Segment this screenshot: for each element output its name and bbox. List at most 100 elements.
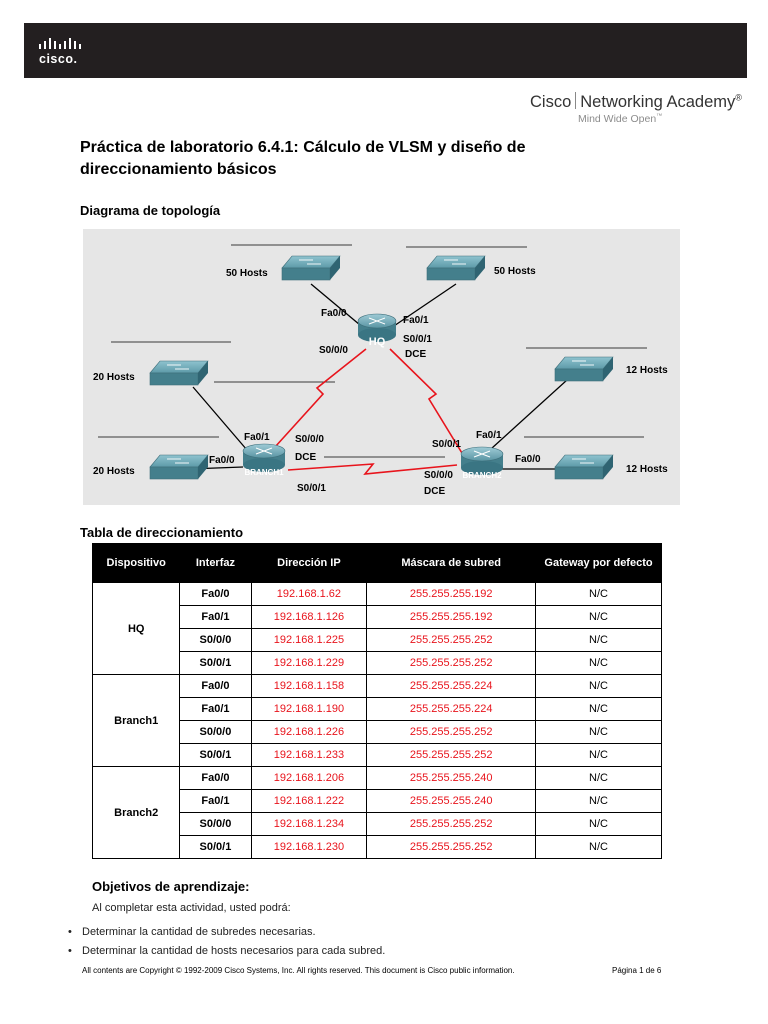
academy-tagline: Mind Wide Open™	[578, 113, 662, 125]
interface-cell: Fa0/1	[179, 605, 252, 629]
ip-cell: 192.168.1.225	[250, 628, 368, 652]
blank-lines	[98, 244, 647, 458]
topology-diagram: 50 Hosts 50 Hosts Fa0/0 Fa0/1 S0/0/0 S0/…	[83, 229, 680, 505]
ip-cell: 192.168.1.190	[250, 697, 368, 721]
gateway-cell: N/C	[534, 582, 663, 606]
footer-page-number: Página 1 de 6	[612, 966, 662, 975]
gateway-cell: N/C	[534, 628, 663, 652]
gateway-cell: N/C	[534, 812, 663, 836]
label-b1-fa01: Fa0/1	[244, 432, 270, 443]
academy-tagline-mark: ™	[656, 113, 663, 120]
serial-link-icon	[274, 348, 466, 475]
academy-name: Networking Academy	[580, 93, 736, 111]
switch-b1-bottom	[149, 454, 209, 480]
interface-cell: S0/0/1	[179, 651, 252, 675]
ip-cell: 192.168.1.126	[250, 605, 368, 629]
col-gateway: Gateway por defecto	[534, 543, 663, 583]
table-row: S0/0/0 192.168.1.226 255.255.255.252 N/C	[93, 720, 663, 744]
label-b1-dce: DCE	[295, 452, 316, 463]
switch-b2-top	[554, 356, 614, 382]
academy-divider	[575, 92, 577, 109]
serial-hq-b1	[274, 348, 367, 448]
table-row: S0/0/1 192.168.1.230 255.255.255.252 N/C	[93, 835, 663, 859]
interface-cell: S0/0/0	[179, 812, 252, 836]
label-hq-hosts-left: 50 Hosts	[226, 268, 268, 279]
label-b1-s000: S0/0/0	[295, 434, 324, 445]
gateway-cell: N/C	[534, 605, 663, 629]
link-b1-fa01	[192, 386, 254, 458]
topology-heading: Diagrama de topología	[80, 203, 221, 218]
interface-cell: Fa0/0	[179, 674, 252, 698]
link-hq-fa01	[387, 283, 457, 331]
topology-svg: 50 Hosts 50 Hosts Fa0/0 Fa0/1 S0/0/0 S0/…	[93, 244, 668, 497]
router-icon	[242, 313, 504, 475]
label-b2-s000: S0/0/0	[424, 470, 453, 481]
label-hq-dce: DCE	[405, 349, 426, 360]
gateway-cell: N/C	[534, 743, 663, 767]
interface-cell: Fa0/1	[179, 697, 252, 721]
label-b1-fa00: Fa0/0	[209, 455, 235, 466]
switch-b1-top	[149, 360, 209, 386]
cisco-logo-text: cisco.	[39, 52, 78, 66]
switch-icon	[149, 255, 614, 480]
footer-copyright: All contents are Copyright © 1992-2009 C…	[82, 966, 515, 975]
link-hq-fa00	[310, 283, 367, 331]
label-hq-fa00: Fa0/0	[321, 308, 347, 319]
mask-cell: 255.255.255.240	[366, 766, 536, 790]
academy-brand: Cisco	[530, 93, 572, 111]
device-cell: Branch1	[91, 674, 181, 767]
interface-cell: S0/0/1	[179, 835, 252, 859]
ip-cell: 192.168.1.233	[250, 743, 368, 767]
mask-cell: 255.255.255.224	[366, 674, 536, 698]
interface-cell: Fa0/0	[179, 766, 252, 790]
label-b1-s001: S0/0/1	[297, 483, 326, 494]
label-b2-dce: DCE	[424, 486, 445, 497]
label-hq-fa01: Fa0/1	[403, 315, 429, 326]
table-row: Branch2 Fa0/0 192.168.1.206 255.255.255.…	[91, 766, 663, 859]
list-item: •Determinar la cantidad de subredes nece…	[68, 923, 385, 942]
col-mask: Máscara de subred	[366, 543, 536, 583]
table-row: S0/0/0 192.168.1.225 255.255.255.252 N/C	[93, 628, 663, 652]
list-item: •Determinar la cantidad de hosts necesar…	[68, 942, 385, 961]
col-ip: Dirección IP	[250, 543, 368, 583]
gateway-cell: N/C	[534, 766, 663, 790]
mask-cell: 255.255.255.252	[366, 651, 536, 675]
ip-cell: 192.168.1.229	[250, 651, 368, 675]
mask-cell: 255.255.255.252	[366, 835, 536, 859]
gateway-cell: N/C	[534, 674, 663, 698]
ip-cell: 192.168.1.62	[250, 582, 368, 606]
table-row: HQ Fa0/0 192.168.1.62 255.255.255.192 N/…	[91, 582, 663, 675]
gateway-cell: N/C	[534, 651, 663, 675]
label-b2-hosts-top: 12 Hosts	[626, 365, 668, 376]
table-row: Fa0/1 192.168.1.190 255.255.255.224 N/C	[93, 697, 663, 721]
router-branch1	[242, 443, 286, 472]
label-b2-hosts-bottom: 12 Hosts	[626, 464, 668, 475]
label-hq-s001: S0/0/1	[403, 334, 432, 345]
table-row: Fa0/1 192.168.1.126 255.255.255.192 N/C	[93, 605, 663, 629]
table-row: S0/0/1 192.168.1.229 255.255.255.252 N/C	[93, 651, 663, 675]
mask-cell: 255.255.255.192	[366, 605, 536, 629]
label-hq-s000: S0/0/0	[319, 345, 348, 356]
device-cell: HQ	[91, 582, 181, 675]
label-hq-hosts-right: 50 Hosts	[494, 266, 536, 277]
col-device: Dispositivo	[91, 543, 181, 583]
mask-cell: 255.255.255.192	[366, 582, 536, 606]
label-b1-name: BRANCH1	[244, 468, 284, 477]
mask-cell: 255.255.255.252	[366, 743, 536, 767]
interface-cell: S0/0/1	[179, 743, 252, 767]
cisco-logo-icon	[39, 38, 81, 49]
label-b2-fa00: Fa0/0	[515, 454, 541, 465]
label-hq-name: HQ	[369, 336, 386, 348]
academy-tagline-text: Mind Wide Open	[578, 113, 657, 125]
serial-hq-b2	[389, 348, 466, 459]
mask-cell: 255.255.255.252	[366, 628, 536, 652]
ip-cell: 192.168.1.230	[250, 835, 368, 859]
addressing-table: Dispositivo Interfaz Dirección IP Máscar…	[91, 543, 663, 859]
ip-cell: 192.168.1.234	[250, 812, 368, 836]
objective-text: Determinar la cantidad de hosts necesari…	[82, 945, 386, 957]
mask-cell: 255.255.255.252	[366, 720, 536, 744]
mask-cell: 255.255.255.224	[366, 697, 536, 721]
ip-cell: 192.168.1.226	[250, 720, 368, 744]
